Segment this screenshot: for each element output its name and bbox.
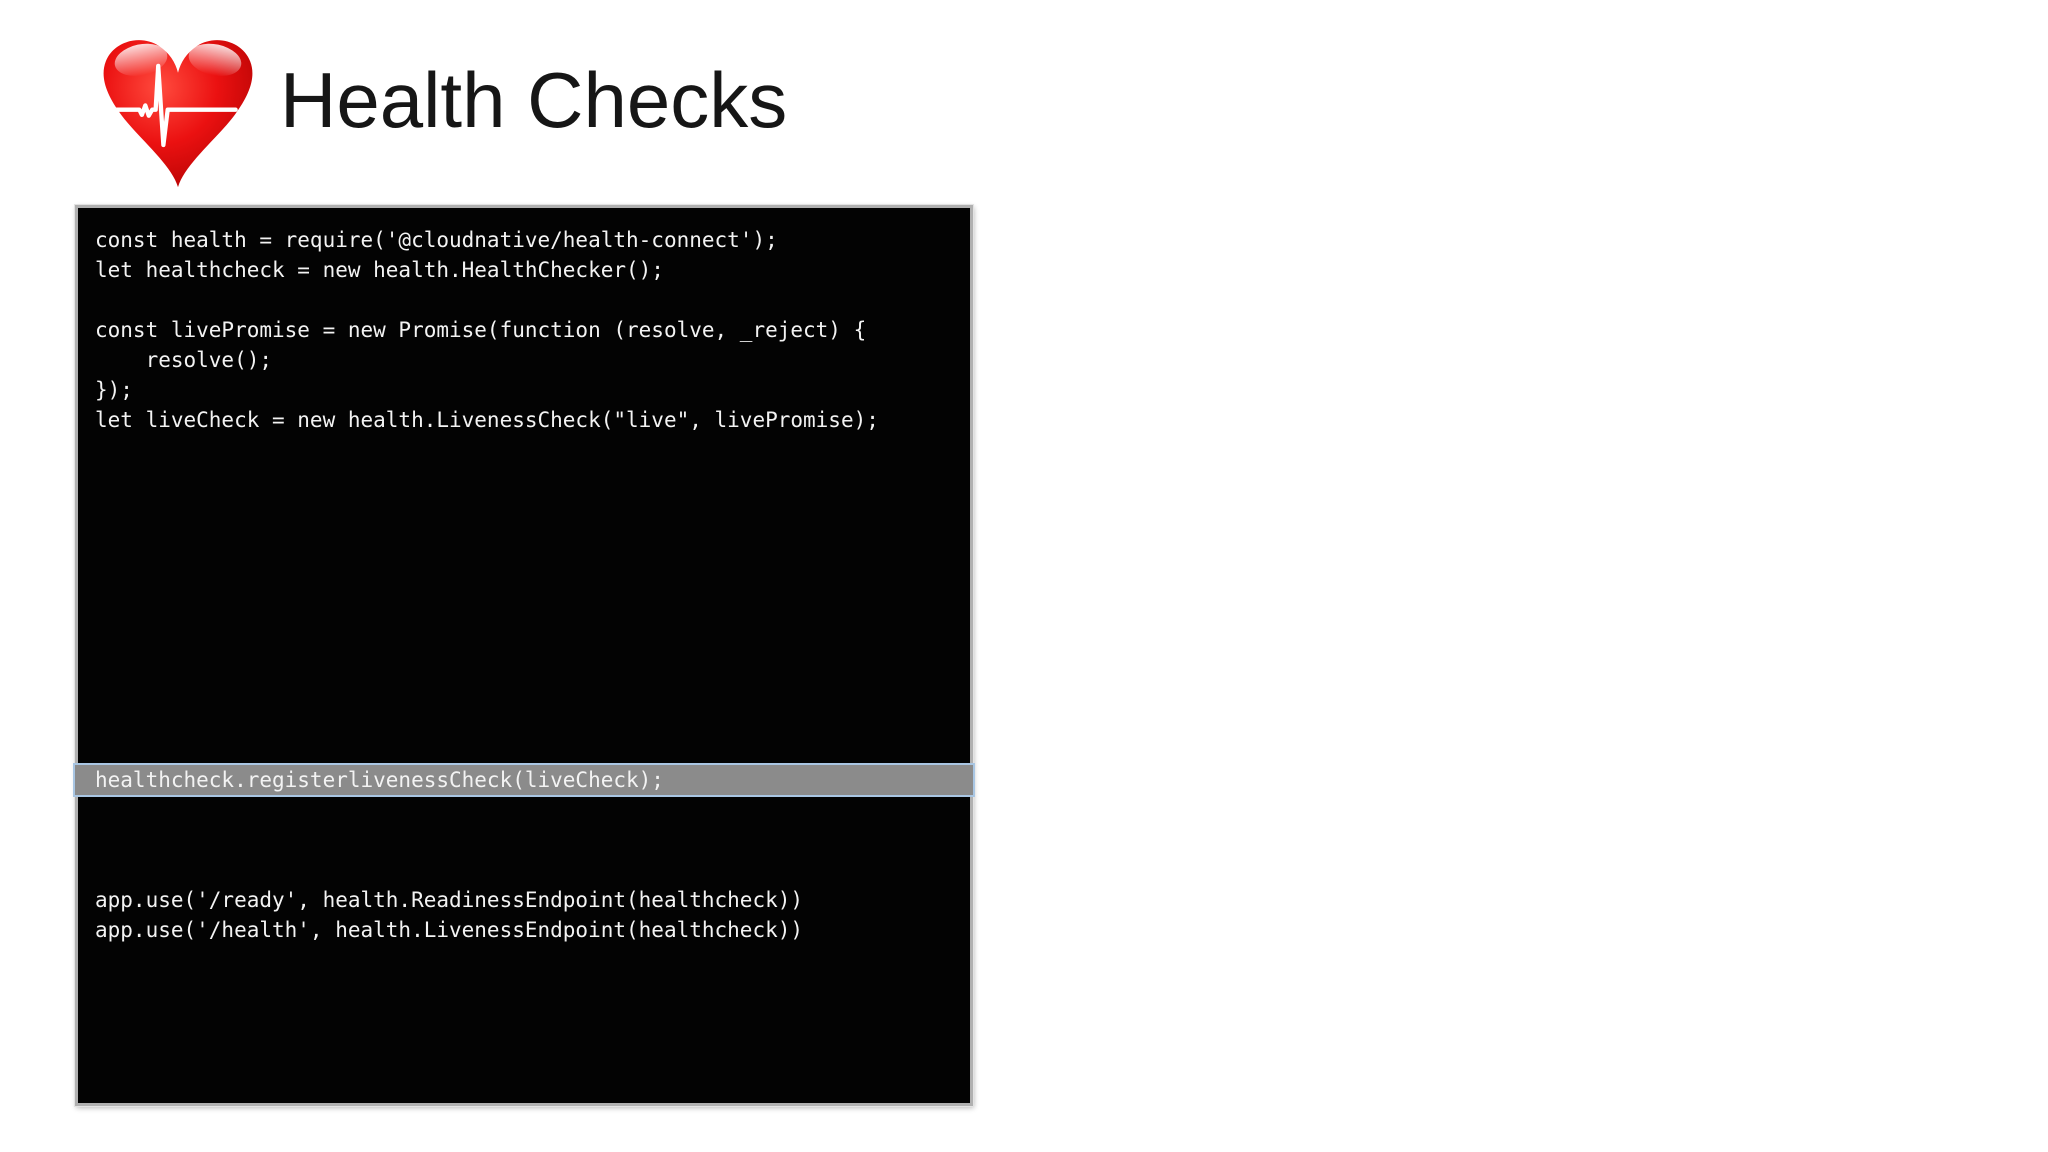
code-line: [95, 1065, 970, 1095]
code-line: [95, 795, 970, 825]
code-line: [95, 435, 970, 465]
code-line: [95, 735, 970, 765]
code-line: [95, 825, 970, 855]
code-line-highlighted: healthcheck.registerlivenessCheck(liveCh…: [73, 763, 975, 797]
code-line: });: [95, 378, 133, 402]
code-line: [95, 555, 970, 585]
code-line: [95, 1005, 970, 1035]
page-title: Health Checks: [280, 55, 788, 144]
code-block: const health = require('@cloudnative/hea…: [73, 208, 975, 1095]
code-line: [95, 585, 970, 615]
code-line: [95, 645, 970, 675]
header: Health Checks: [92, 28, 787, 200]
code-line: [95, 615, 970, 645]
code-line: [95, 945, 970, 975]
code-panel: const health = require('@cloudnative/hea…: [73, 205, 975, 1106]
code-line: app.use('/health', health.LivenessEndpoi…: [95, 918, 804, 942]
code-line: resolve();: [95, 348, 273, 372]
code-line: let healthcheck = new health.HealthCheck…: [95, 258, 664, 282]
heart-ekg-icon: [92, 28, 264, 200]
code-line: let liveCheck = new health.LivenessCheck…: [95, 408, 879, 432]
code-line: const livePromise = new Promise(function…: [95, 318, 867, 342]
code-line: [95, 285, 970, 315]
code-line: [95, 465, 970, 495]
code-line: [95, 1035, 970, 1065]
code-line: [95, 705, 970, 735]
code-line: [95, 975, 970, 1005]
code-line: [95, 525, 970, 555]
code-line: app.use('/ready', health.ReadinessEndpoi…: [95, 888, 804, 912]
code-line: const health = require('@cloudnative/hea…: [95, 228, 778, 252]
code-line: [95, 495, 970, 525]
code-line: [95, 675, 970, 705]
code-line: [95, 855, 970, 885]
